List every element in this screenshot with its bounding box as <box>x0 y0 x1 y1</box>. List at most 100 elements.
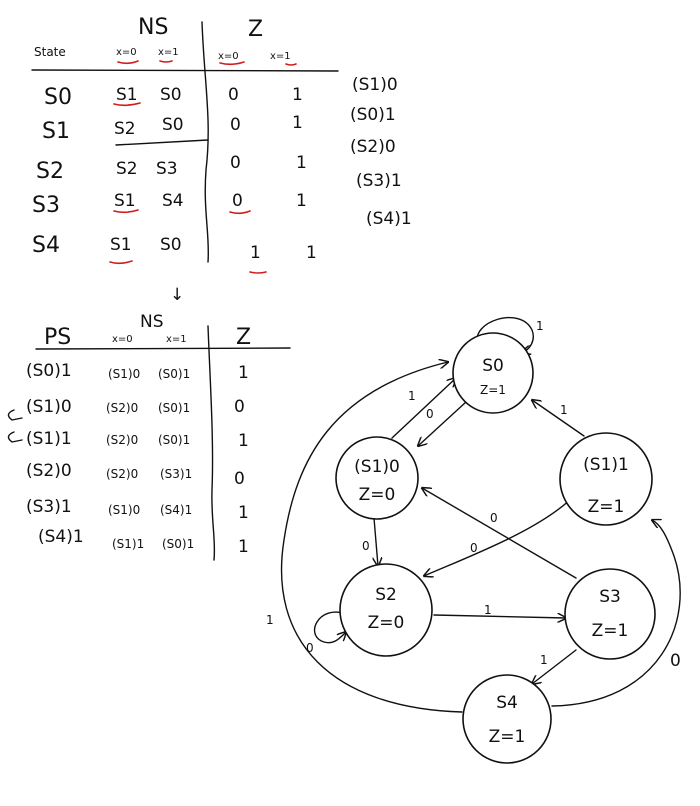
state-label: (S1)1 <box>583 455 629 475</box>
table1-row: S1 S2 S0 0 1 (S0)1 <box>42 105 396 144</box>
ns1-cell: S3 <box>156 159 178 179</box>
z-cell: 0 <box>234 397 245 417</box>
underline <box>117 60 139 65</box>
pair-cell: (S2)0 <box>350 137 396 157</box>
ns1-cell: (S0)1 <box>158 401 190 415</box>
ns1-cell: (S3)1 <box>160 467 192 481</box>
underline <box>285 63 297 66</box>
z1-cell: 1 <box>292 85 303 105</box>
ns0-cell: (S1)0 <box>108 503 140 517</box>
state-cell: S1 <box>42 119 70 144</box>
state-circle <box>452 332 534 414</box>
edge-label: 0 <box>426 407 434 421</box>
state-node-s3: S3 Z=1 <box>564 568 656 660</box>
edge-s4-s1b <box>551 520 681 707</box>
state-output: Z=1 <box>592 621 629 641</box>
down-arrow: ↓ <box>170 285 184 305</box>
table1-row: S3 S1 S4 0 1 (S3)1 <box>32 171 402 218</box>
ns1-cell: (S0)1 <box>158 433 190 447</box>
edge-s1a-s0 <box>391 378 456 439</box>
edge-label: 1 <box>266 613 274 627</box>
state-cell: S2 <box>36 159 64 184</box>
pointer-mark <box>7 431 23 443</box>
state-node-s2: S2 Z=0 <box>339 563 433 657</box>
ns0-cell: (S2)0 <box>106 433 138 447</box>
edge-s4-s0 <box>280 362 463 713</box>
z0-cell: 0 <box>228 85 239 105</box>
pointer-mark <box>7 409 23 421</box>
underline <box>159 60 173 63</box>
table1-sub-z-x0: x=0 <box>218 51 239 62</box>
ps-cell: (S3)1 <box>26 497 72 517</box>
pair-cell: (S4)1 <box>366 209 412 229</box>
edge-s1b-s2 <box>424 495 575 576</box>
table2-divider <box>207 325 216 561</box>
state-circle <box>462 674 552 764</box>
ns0-cell: S2 <box>114 119 136 139</box>
state-node-s1-out0: (S1)0 Z=0 <box>335 436 419 520</box>
underline <box>113 102 141 107</box>
ns1-cell: S0 <box>160 235 182 255</box>
ns0-cell: (S1)1 <box>112 537 144 551</box>
state-table-1: NS Z State x=0 x=1 x=0 x=1 S0 S1 S0 0 1 … <box>31 15 412 274</box>
ps-cell: (S0)1 <box>26 361 72 381</box>
table1-header-rule <box>31 69 339 72</box>
ps-cell: (S1)1 <box>26 429 72 449</box>
underline <box>229 210 251 215</box>
ns1-cell: S0 <box>160 85 182 105</box>
z-cell: 0 <box>234 469 245 489</box>
table2-row: (S1)1 (S2)0 (S0)1 1 <box>26 429 249 451</box>
table1-sub-z-x1: x=1 <box>270 51 291 62</box>
underline <box>109 260 133 265</box>
table1-row-rule <box>115 139 209 146</box>
table1-header-ns: NS <box>138 15 168 40</box>
edge-label: 1 <box>484 603 492 617</box>
table1-row: S0 S1 S0 0 1 (S1)0 <box>44 75 398 110</box>
state-node-s1-out1: (S1)1 Z=1 <box>559 432 653 526</box>
pair-cell: (S1)0 <box>352 75 398 95</box>
edge-label: 0 <box>362 539 370 553</box>
underline <box>113 209 139 214</box>
table1-sub-x1: x=1 <box>158 47 179 58</box>
table2-row: (S3)1 (S1)0 (S4)1 1 <box>26 497 249 523</box>
table2-row: (S2)0 (S2)0 (S3)1 0 <box>26 461 245 489</box>
edge-s2-self <box>313 611 346 644</box>
state-output: Z=1 <box>480 383 506 397</box>
edge-label: 1 <box>560 403 568 417</box>
z0-cell: 0 <box>230 153 241 173</box>
ns0-cell: (S2)0 <box>106 467 138 481</box>
state-cell: S4 <box>32 233 60 258</box>
state-node-s4: S4 Z=1 <box>462 674 552 764</box>
edge-label: 0 <box>306 641 314 655</box>
z-cell: 1 <box>238 363 249 383</box>
table1-header-state: State <box>34 45 66 59</box>
table2-header-ns: NS <box>140 312 164 332</box>
table2-sub-x1: x=1 <box>166 334 187 345</box>
state-cell: S3 <box>32 193 60 218</box>
state-cell: S0 <box>44 85 72 110</box>
ns1-cell: (S0)1 <box>158 367 190 381</box>
state-node-s0: S0 Z=1 <box>452 332 534 414</box>
table1-row: S2 S2 S3 0 1 (S2)0 <box>36 137 396 184</box>
edge-label: 0 <box>670 651 681 671</box>
edge-label: 1 <box>536 319 544 333</box>
underline <box>249 271 267 274</box>
table1-sub-x0: x=0 <box>116 47 137 58</box>
ns1-cell: S4 <box>162 191 184 211</box>
z1-cell: 1 <box>306 243 317 263</box>
state-label: (S1)0 <box>354 457 400 477</box>
state-output: Z=1 <box>489 727 526 747</box>
z-cell: 1 <box>238 537 249 557</box>
edge-s0-self <box>476 316 534 352</box>
table2-header-z: Z <box>236 325 251 350</box>
table2-sub-x0: x=0 <box>112 334 133 345</box>
edge-s3-s1a <box>422 488 577 579</box>
underline <box>219 61 245 66</box>
table2-row: (S4)1 (S1)1 (S0)1 1 <box>38 527 249 557</box>
edge-label: 1 <box>540 653 548 667</box>
ns1-cell: (S4)1 <box>160 503 192 517</box>
table1-row: S4 S1 S0 1 1 (S4)1 <box>32 209 412 263</box>
state-label: S3 <box>599 587 621 607</box>
z-cell: 1 <box>238 431 249 451</box>
